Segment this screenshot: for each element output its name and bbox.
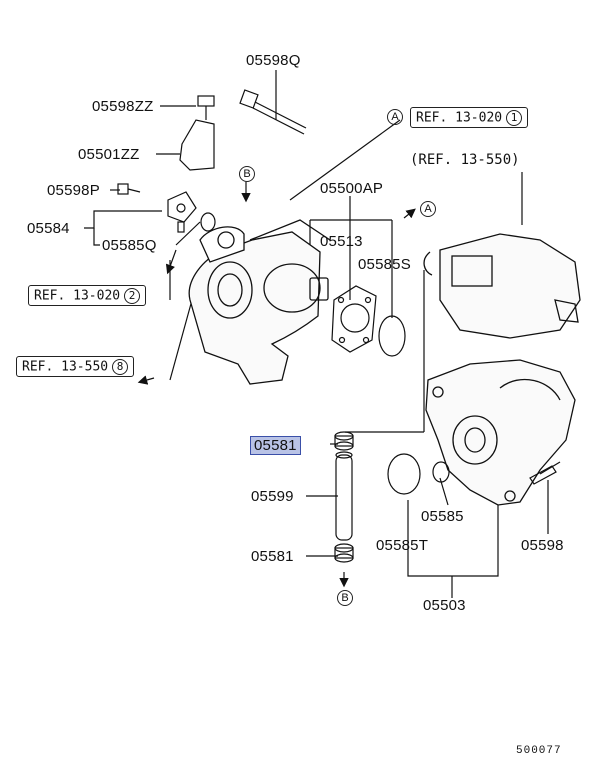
label-05599: 05599	[251, 488, 294, 505]
marker-a-ref: A	[387, 109, 403, 125]
gasket-05513	[331, 285, 377, 353]
marker-b-top: B	[239, 166, 255, 182]
ref-13-020-1-text: REF. 13-020	[416, 110, 503, 126]
ref-link-13-020-1	[289, 119, 401, 201]
label-05598: 05598	[521, 537, 564, 554]
label-05581: 05581	[251, 548, 294, 565]
label-05501ZZ: 05501ZZ	[78, 146, 140, 163]
oring-05585S	[378, 315, 406, 357]
marker-b-bottom: B	[337, 590, 353, 606]
ref-13-550-8-num: 8	[112, 359, 129, 375]
leader-05503-bracket	[407, 480, 499, 577]
ref-13-020-1-num: 1	[506, 110, 523, 126]
leader-05584-b	[93, 228, 100, 246]
bracket-05501ZZ	[179, 119, 215, 171]
oring-05585Q	[200, 212, 216, 232]
actuator-ref-13-550	[423, 233, 581, 339]
marker-a-mid: A	[420, 201, 436, 217]
ref-link-13-550-8	[169, 299, 193, 381]
sensor-05584	[167, 191, 197, 233]
oring-05585T	[387, 453, 421, 495]
oring-05585	[432, 461, 450, 483]
label-05584: 05584	[27, 220, 70, 237]
clamp-top	[334, 431, 354, 451]
ref-13-550-8-text: REF. 13-550	[22, 359, 109, 375]
ref-13-020-2-text: REF. 13-020	[34, 288, 121, 304]
label-05585T: 05585T	[376, 537, 429, 554]
label-05598ZZ: 05598ZZ	[92, 98, 154, 115]
leader-05585Q	[175, 221, 201, 246]
hose-05599	[335, 451, 353, 541]
diagram-code: 500077	[516, 745, 562, 757]
label-05513: 05513	[320, 233, 363, 250]
label-05500AP: 05500AP	[320, 180, 384, 197]
clamp-bottom	[334, 543, 354, 563]
label-05598Q: 05598Q	[246, 52, 301, 69]
vacuum-pump-05503	[425, 359, 576, 506]
label-05581-highlighted[interactable]: 05581	[250, 436, 301, 455]
label-05585: 05585	[421, 508, 464, 525]
label-05585S: 05585S	[358, 256, 411, 273]
label-05585Q: 05585Q	[102, 237, 157, 254]
label-05503: 05503	[423, 597, 466, 614]
label-05598P: 05598P	[47, 182, 100, 199]
oil-pump-housing	[188, 219, 331, 385]
bolt-05598Q	[239, 89, 307, 135]
ref-13-550-top[interactable]: (REF. 13-550)	[410, 152, 520, 168]
bolt-05598P	[117, 183, 141, 195]
ref-13-020-2-num: 2	[124, 288, 141, 304]
leader-05584-a	[84, 210, 162, 229]
bolt-05598ZZ	[197, 95, 215, 120]
bolt-05598	[529, 461, 561, 485]
